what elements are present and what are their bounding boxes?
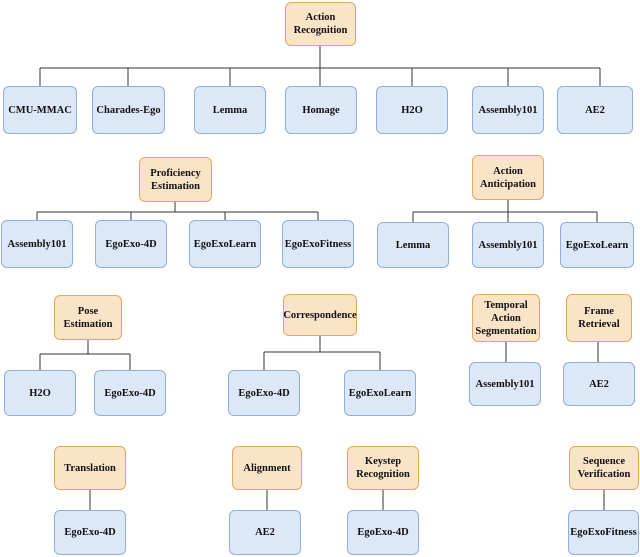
task-sequence-verification: Sequence Verification xyxy=(569,446,639,490)
dataset-ae2: AE2 xyxy=(563,362,635,406)
dataset-assembly101: Assembly101 xyxy=(472,86,544,134)
dataset-h2o: H2O xyxy=(4,370,76,416)
task-correspondence: Correspondence xyxy=(283,294,357,336)
task-action-recognition: Action Recognition xyxy=(285,2,356,46)
dataset-h2o: H2O xyxy=(376,86,448,134)
dataset-ae2: AE2 xyxy=(557,86,633,134)
dataset-egoexo-4d: EgoExo-4D xyxy=(54,510,126,555)
dataset-egoexolearn: EgoExoLearn xyxy=(344,370,416,416)
dataset-egoexofitness: EgoExoFitness xyxy=(282,220,354,268)
dataset-cmu-mmac: CMU-MMAC xyxy=(3,86,77,134)
dataset-assembly101: Assembly101 xyxy=(469,362,541,406)
dataset-egoexolearn: EgoExoLearn xyxy=(189,220,261,268)
dataset-lemma: Lemma xyxy=(377,222,449,268)
task-keystep-recognition: Keystep Recognition xyxy=(347,446,419,490)
task-proficiency-estimation: Proficiency Estimation xyxy=(139,157,212,202)
task-alignment: Alignment xyxy=(232,446,302,490)
dataset-egoexofitness: EgoExoFitness xyxy=(568,510,639,555)
dataset-egoexo-4d: EgoExo-4D xyxy=(94,370,166,416)
task-frame-retrieval: Frame Retrieval xyxy=(566,294,632,342)
task-translation: Translation xyxy=(54,446,126,490)
dataset-ae2: AE2 xyxy=(229,510,301,555)
dataset-charades-ego: Charades-Ego xyxy=(92,86,165,134)
task-action-anticipation: Action Anticipation xyxy=(472,155,544,200)
dataset-assembly101: Assembly101 xyxy=(1,220,73,268)
task-pose-estimation: Pose Estimation xyxy=(54,295,122,340)
dataset-egoexo-4d: EgoExo-4D xyxy=(347,510,419,555)
dataset-assembly101: Assembly101 xyxy=(472,222,544,268)
task-temporal-action-segmentation: Temporal Action Segmentation xyxy=(472,294,540,342)
dataset-egoexo-4d: EgoExo-4D xyxy=(228,370,300,416)
dataset-lemma: Lemma xyxy=(194,86,266,134)
dataset-egoexo-4d: EgoExo-4D xyxy=(95,220,167,268)
dataset-homage: Homage xyxy=(285,86,357,134)
dataset-egoexolearn: EgoExoLearn xyxy=(560,222,634,268)
